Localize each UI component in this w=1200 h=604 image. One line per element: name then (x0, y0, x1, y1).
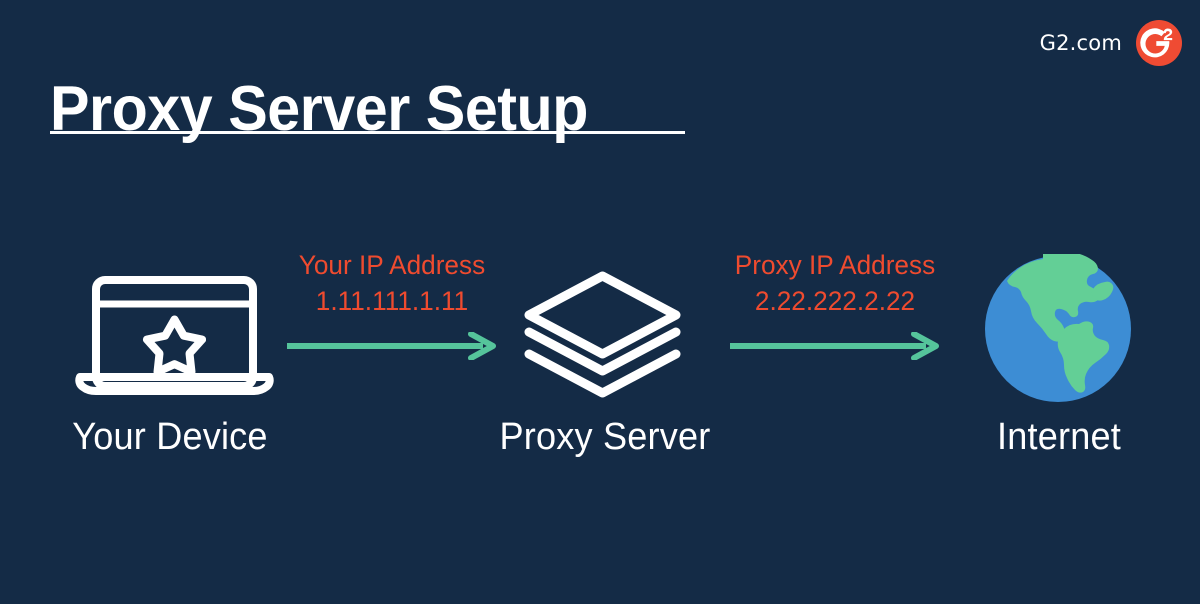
connector-proxy-to-internet: Proxy IP Address 2.22.222.2.22 (700, 248, 970, 360)
title-underline-rule (50, 131, 685, 134)
connector-title-proxy-ip: Proxy IP Address (734, 250, 936, 280)
proxy-flow-diagram: Your Device Your IP Address 1.11.111.1.1… (0, 230, 1200, 480)
connector-value-your-ip: 1.11.111.1.11 (315, 285, 469, 316)
layers-stack-icon (520, 270, 685, 405)
brand-name: G2.com (1039, 31, 1122, 55)
connector-device-to-proxy: Your IP Address 1.11.111.1.11 (268, 248, 516, 360)
node-label-internet: Internet (997, 416, 1121, 458)
laptop-star-icon (72, 275, 277, 400)
node-label-device: Your Device (72, 416, 268, 458)
arrow-right-icon (700, 331, 970, 360)
connector-title-your-ip: Your IP Address (298, 250, 486, 280)
connector-value-proxy-ip: 2.22.222.2.22 (754, 285, 916, 316)
brand-lockup: G2.com (1040, 20, 1182, 66)
arrow-right-icon (268, 331, 516, 360)
globe-americas-icon (983, 250, 1133, 409)
node-label-proxy: Proxy Server (499, 416, 711, 458)
g2-circle-logo-icon (1136, 20, 1182, 66)
